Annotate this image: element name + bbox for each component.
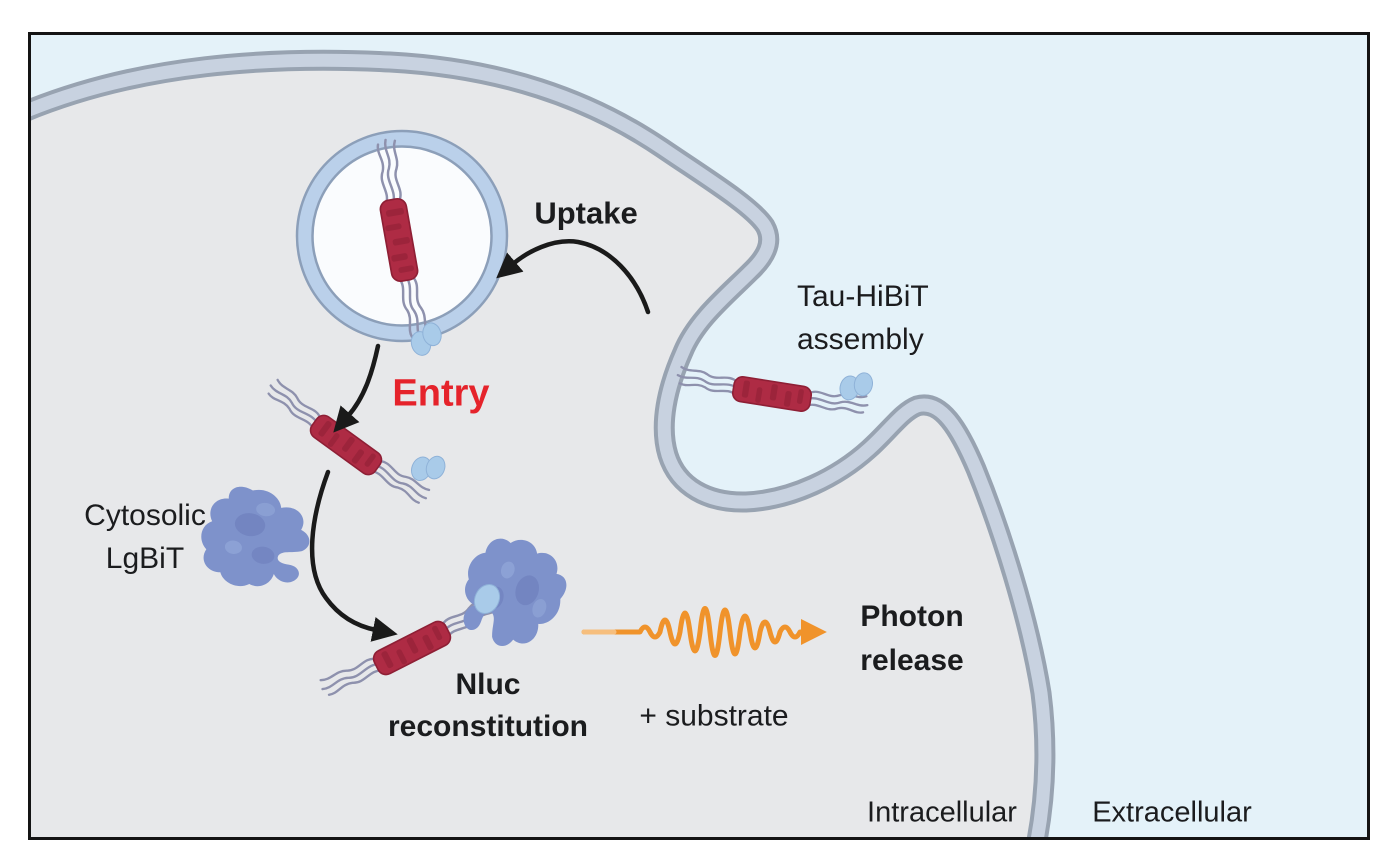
nluc-reconstitution-label: Nluc reconstitution: [388, 664, 588, 748]
nluc-line2: reconstitution: [388, 710, 588, 743]
hibit-bound-patch: [473, 583, 501, 615]
uptake-label: Uptake: [534, 192, 637, 235]
extracellular-label: Extracellular: [1092, 792, 1252, 835]
entry-arrow: [333, 343, 381, 433]
figure-frame: [28, 32, 1370, 840]
tau-hibit-line2: assembly: [797, 323, 924, 356]
reconstitution-arrow: [309, 469, 398, 642]
substrate-text: + substrate: [639, 699, 789, 733]
photon-wave: [581, 606, 827, 658]
plasma-membrane: [28, 49, 1056, 840]
nluc-line1: Nluc: [455, 668, 521, 701]
extracellular-text: Extracellular: [1092, 796, 1252, 829]
photon-line2: release: [860, 644, 964, 677]
cytosolic-line2: LgBiT: [105, 542, 185, 575]
cytosolic-lgbit-label: Cytosolic LgBiT: [84, 494, 206, 580]
tau-hibit-line1: Tau-HiBiT: [797, 280, 929, 313]
substrate-label: + substrate: [639, 695, 788, 738]
intracellular-label: Intracellular: [867, 792, 1017, 835]
entry-label: Entry: [392, 373, 489, 416]
cell-body: [28, 60, 1045, 840]
cytosolic-line1: Cytosolic: [84, 499, 206, 532]
intracellular-text: Intracellular: [867, 796, 1017, 829]
uptake-arrow: [496, 239, 651, 315]
uptake-text: Uptake: [534, 195, 638, 231]
photon-line1: Photon: [860, 600, 964, 633]
entry-text: Entry: [392, 372, 490, 415]
nluc-complex: [317, 526, 577, 700]
photon-release-label: Photon release: [860, 595, 963, 683]
tau-hibit-assembly-label: Tau-HiBiT assembly: [797, 275, 929, 361]
